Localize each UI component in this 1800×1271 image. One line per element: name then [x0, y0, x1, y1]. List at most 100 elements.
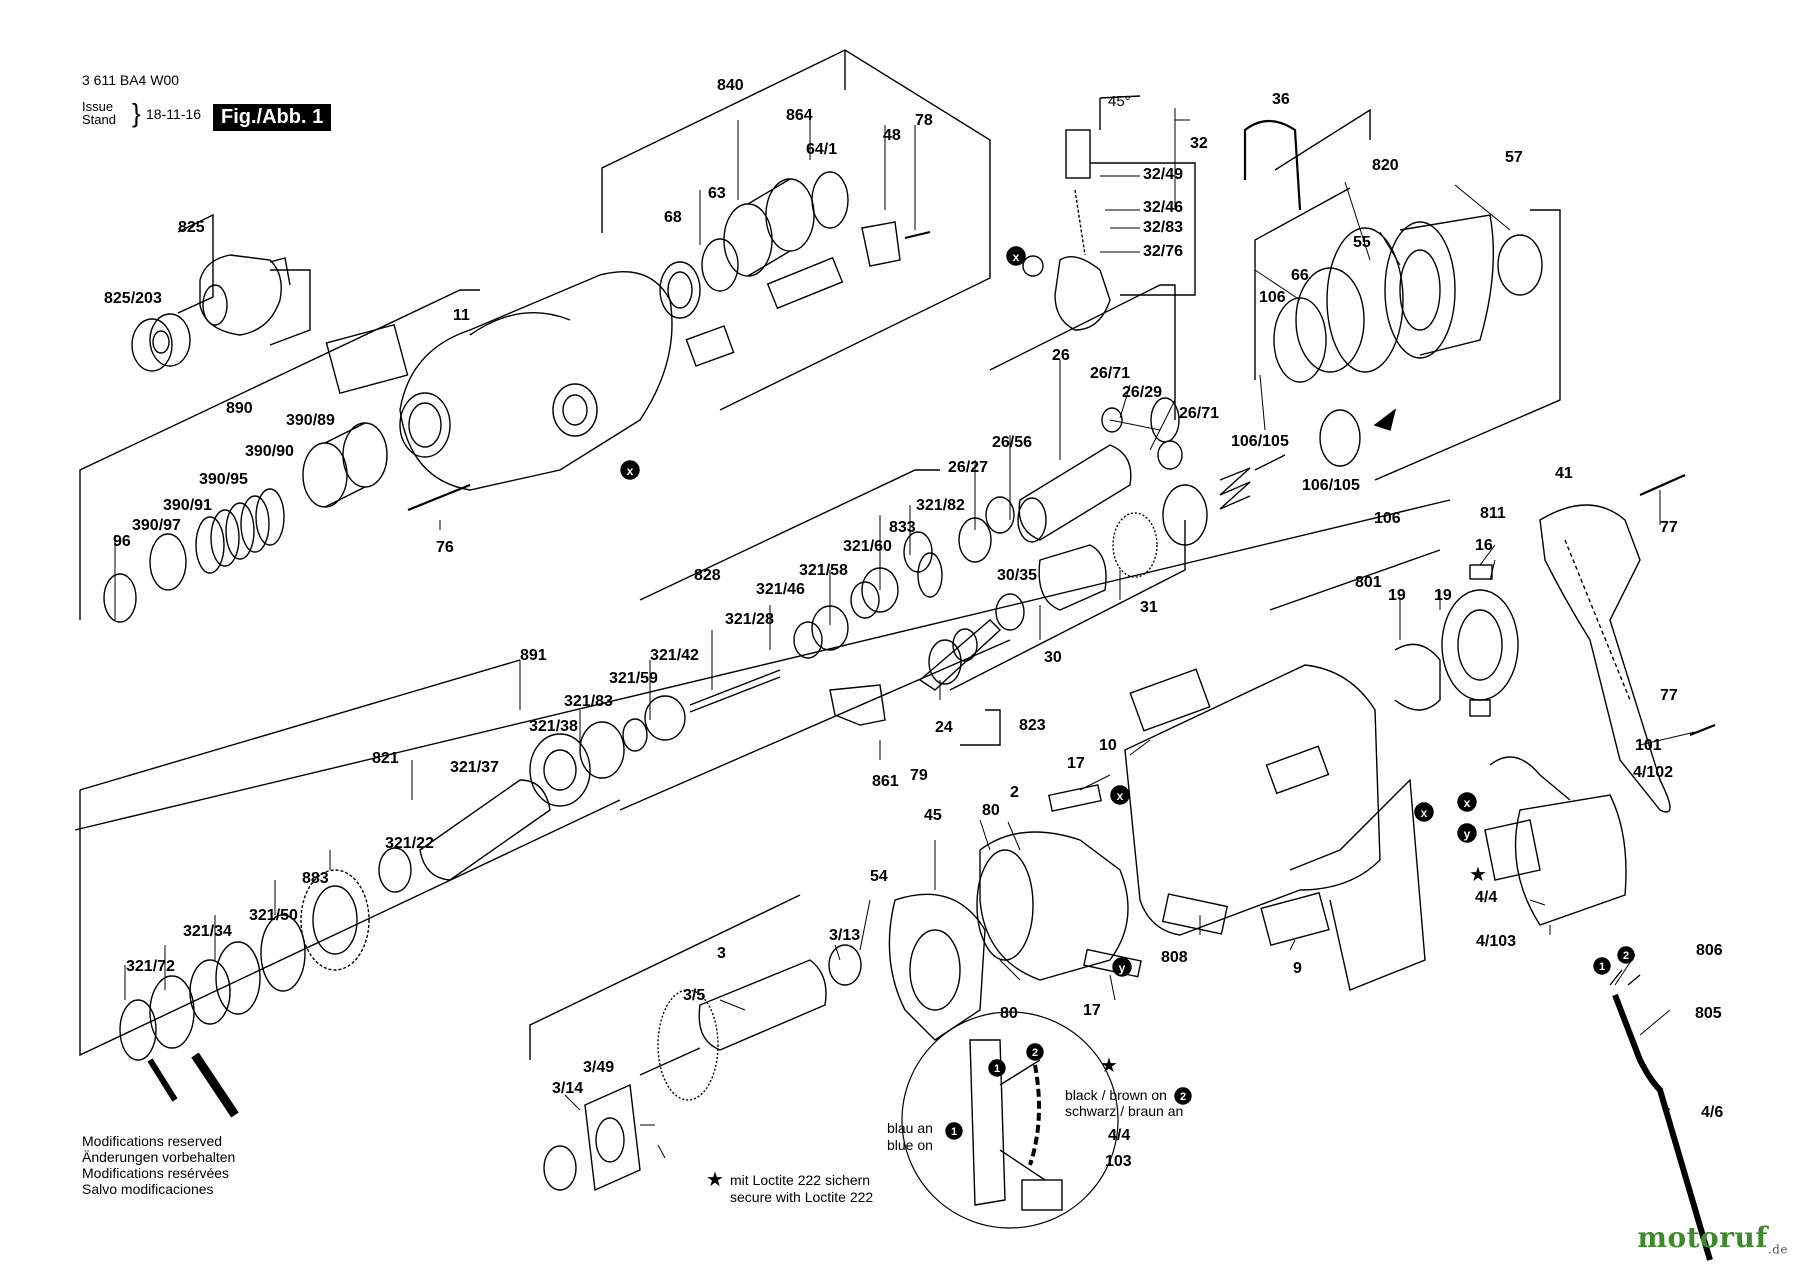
part-number-label: 321/82 [916, 497, 965, 514]
part-number-label: 823 [1019, 717, 1046, 734]
part-number-label: 321/46 [756, 581, 805, 598]
part-number-label: 808 [1161, 949, 1188, 966]
sleeve-390-89-shape [302, 422, 388, 508]
svg-text:1: 1 [994, 1063, 1000, 1075]
frame-825-right [269, 269, 311, 346]
part-number-label: 821 [372, 750, 399, 767]
part-number-label: 26/29 [1122, 384, 1162, 401]
wiring-notes: black / brown on schwarz / braun an blau… [730, 1087, 1183, 1205]
issue-date: 18-11-16 [146, 106, 202, 122]
frame-823 [960, 709, 1001, 746]
part-number-label: 26/27 [948, 459, 988, 476]
impact-26-shape [958, 397, 1183, 563]
frame-3 [529, 894, 801, 1060]
clip-861-shape [829, 684, 886, 726]
part-number-label: 48 [883, 127, 901, 144]
part-number-label: 321/72 [126, 958, 175, 975]
part-number-label: 820 [1372, 157, 1399, 174]
svg-text:1: 1 [1599, 961, 1605, 973]
part-number-label: 26/71 [1179, 405, 1219, 422]
part-number-label: 390/95 [199, 471, 248, 488]
part-number-label: 106 [1259, 289, 1286, 306]
baffle-45-shape [888, 893, 986, 1041]
angle-arc [1099, 95, 1141, 130]
part-number-label: 321/42 [650, 647, 699, 664]
part-number-label: 41 [1555, 465, 1573, 482]
bits-shape [147, 1052, 239, 1118]
svg-text:x: x [1464, 796, 1471, 810]
part-number-label: 321/34 [183, 923, 232, 940]
part-number-label: 811 [1480, 505, 1506, 522]
part-number-label: 106 [1374, 510, 1401, 527]
svg-text:2: 2 [1623, 950, 1629, 962]
svg-text:2: 2 [1180, 1091, 1186, 1103]
mod-line-en: Modifications reserved [82, 1133, 223, 1149]
part-number-label: 24 [935, 719, 953, 736]
note-black-brown: black / brown on [1065, 1087, 1167, 1103]
part-number-label: 4/103 [1476, 933, 1516, 950]
part-number-label: 321/38 [529, 718, 578, 735]
brush-17-bottom-shape [1083, 948, 1142, 978]
part-number-label: 55 [1353, 234, 1371, 251]
mod-line-de: Änderungen vorbehalten [82, 1149, 236, 1165]
part-number-label: 3 [717, 945, 726, 962]
marker-x-brush: x [1110, 785, 1130, 805]
part-number-label: 321/60 [843, 538, 892, 555]
separator-2 [619, 639, 1011, 811]
part-number-label: 3/49 [583, 1059, 614, 1076]
part-number-label: 825 [178, 219, 205, 236]
frame-828 [639, 469, 940, 601]
part-number-label: 30/35 [997, 567, 1037, 584]
handle-41-shape [1539, 504, 1671, 813]
label-9-shape [1260, 892, 1330, 946]
issue-label: Issue [82, 99, 114, 114]
connection-markers: x x x x x y y [620, 246, 1635, 1140]
loctite-en: secure with Loctite 222 [730, 1189, 873, 1205]
cable-805-shape [1609, 969, 1713, 1261]
armature-3-shape [543, 944, 862, 1191]
motoruf-logo[interactable]: motoruf.de [1637, 1221, 1788, 1257]
part-number-label: 806 [1696, 942, 1723, 959]
group-frames [74, 49, 1561, 1060]
note-label-4-4: 4/4 [1108, 1127, 1130, 1144]
part-number-label: 54 [870, 868, 888, 885]
marker-y-switch: y [1457, 823, 1477, 843]
ring-390-97-shape [149, 533, 187, 591]
frame-828b [949, 520, 1186, 691]
marker-y-stator: y [1112, 957, 1132, 977]
selector-32-shape [1022, 129, 1111, 331]
part-number-label: 321/59 [609, 670, 658, 687]
part-number-label: 26 [1052, 347, 1070, 364]
part-labels: 84086464/148786368825825/203113232/4932/… [104, 77, 1723, 1121]
part-number-label: 805 [1695, 1005, 1722, 1022]
part-number-label: 19 [1434, 587, 1452, 604]
marker-1-blue: 1 [945, 1122, 963, 1140]
frame-820 [1274, 108, 1371, 171]
frame-890 [79, 289, 480, 522]
angle-label: 45° [1108, 93, 1131, 110]
part-number-label: 9 [1293, 960, 1302, 977]
part-number-label: 390/89 [286, 412, 335, 429]
part-number-label: 31 [1140, 599, 1158, 616]
part-number-label: 11 [453, 307, 470, 324]
part-number-label: 801 [1355, 574, 1382, 591]
star-icon: ★ [706, 1169, 724, 1191]
screw-77-bottom-shape [1689, 723, 1716, 737]
leader-lines [114, 108, 1696, 1159]
gear-housing-shape [399, 271, 673, 491]
marker-1-inset: 1 [988, 1059, 1006, 1077]
decal-1-shape [685, 325, 735, 367]
part-number-label: 80 [1000, 1005, 1018, 1022]
frame-840 [601, 49, 991, 411]
part-number-label: 19 [1388, 587, 1406, 604]
svg-text:x: x [1013, 250, 1020, 264]
separator-1 [74, 499, 1451, 831]
gear-30-31-shape [995, 484, 1208, 631]
part-number-label: 79 [910, 767, 928, 784]
marker-2-black-brown: 2 [1174, 1087, 1192, 1105]
svg-text:y: y [1119, 961, 1126, 975]
part-number-label: 17 [1083, 1002, 1101, 1019]
part-number-label: 4/102 [1633, 764, 1673, 781]
frame-32 [1090, 162, 1196, 296]
brushholder-19-shape [1394, 564, 1519, 717]
